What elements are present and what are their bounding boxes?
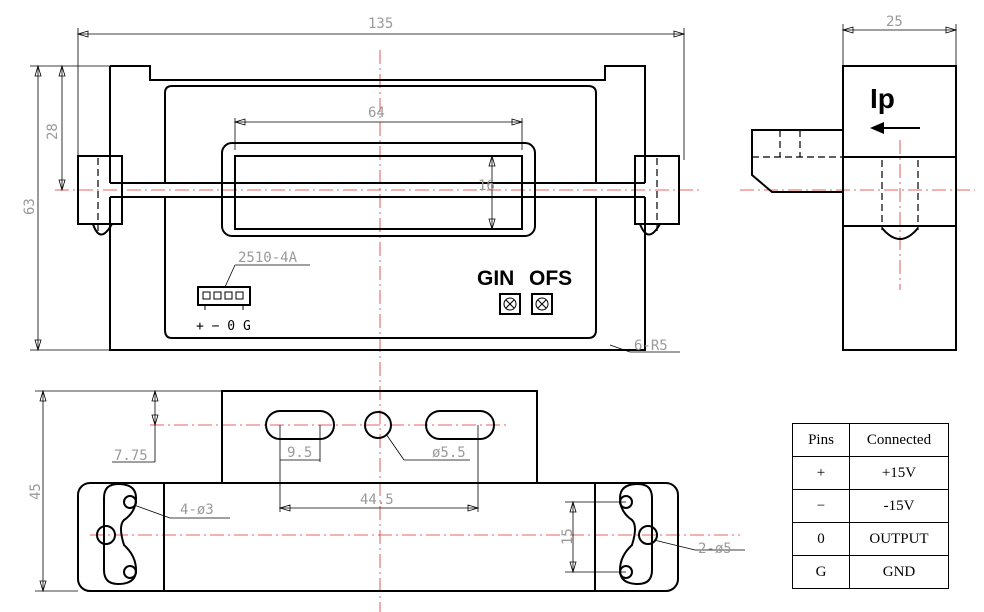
connector-body [197,286,251,306]
bottom-view [77,390,679,592]
table-cell-connected: OUTPUT [849,522,949,556]
dim-window-height: 16 [478,178,495,194]
dim-slot-width: 9.5 [287,445,312,461]
dim-mount-spacing: 15 [560,528,576,545]
dim-top-offset: 28 [45,123,61,140]
offset-pot [531,293,553,315]
dim-mount-holes-small: 4-ø3 [180,502,214,518]
connector-model-label: 2510-4A [238,250,298,266]
table-cell-pin: 0 [792,522,850,556]
table-cell-connected: GND [849,555,949,589]
dim-slot-offset: 7.75 [114,448,148,464]
table-header-pins: Pins [792,423,850,457]
table-row: − -15V [792,489,949,523]
dim-slot-span: 44.5 [360,492,394,508]
dim-mount-holes-large: 2-ø5 [698,541,732,557]
table-cell-pin: G [792,555,850,589]
table-row: + +15V [792,456,949,490]
gain-label: GIN [477,267,514,290]
current-arrow-icon [870,122,884,134]
table-header-row: Pins Connected [792,423,949,457]
dim-window-width: 64 [368,105,385,121]
table-header-connected: Connected [849,423,949,457]
dim-side-width: 25 [886,14,903,30]
offset-label: OFS [529,267,572,290]
table-row: G GND [792,555,949,589]
dim-corner-radius: 6-R5 [634,338,668,354]
table-cell-pin: + [792,456,850,490]
table-row: 0 OUTPUT [792,522,949,556]
front-view [77,65,680,351]
dim-width-total: 135 [368,16,393,32]
center-lines [55,50,975,612]
table-cell-pin: − [792,489,850,523]
dim-base-height: 45 [28,483,44,500]
dim-center-hole: ø5.5 [432,445,466,461]
pins-table: Pins Connected + +15V − -15V 0 OUTPUT G … [792,423,949,589]
connector-pins-label: + − 0 G [196,319,251,334]
dim-height-total: 63 [22,198,38,215]
current-label: Ip [870,83,895,114]
bottom-dimensions [35,389,745,593]
table-cell-connected: -15V [849,489,949,523]
front-dimensions [30,28,686,353]
side-view [751,24,958,351]
gain-pot [499,293,521,315]
table-cell-connected: +15V [849,456,949,490]
